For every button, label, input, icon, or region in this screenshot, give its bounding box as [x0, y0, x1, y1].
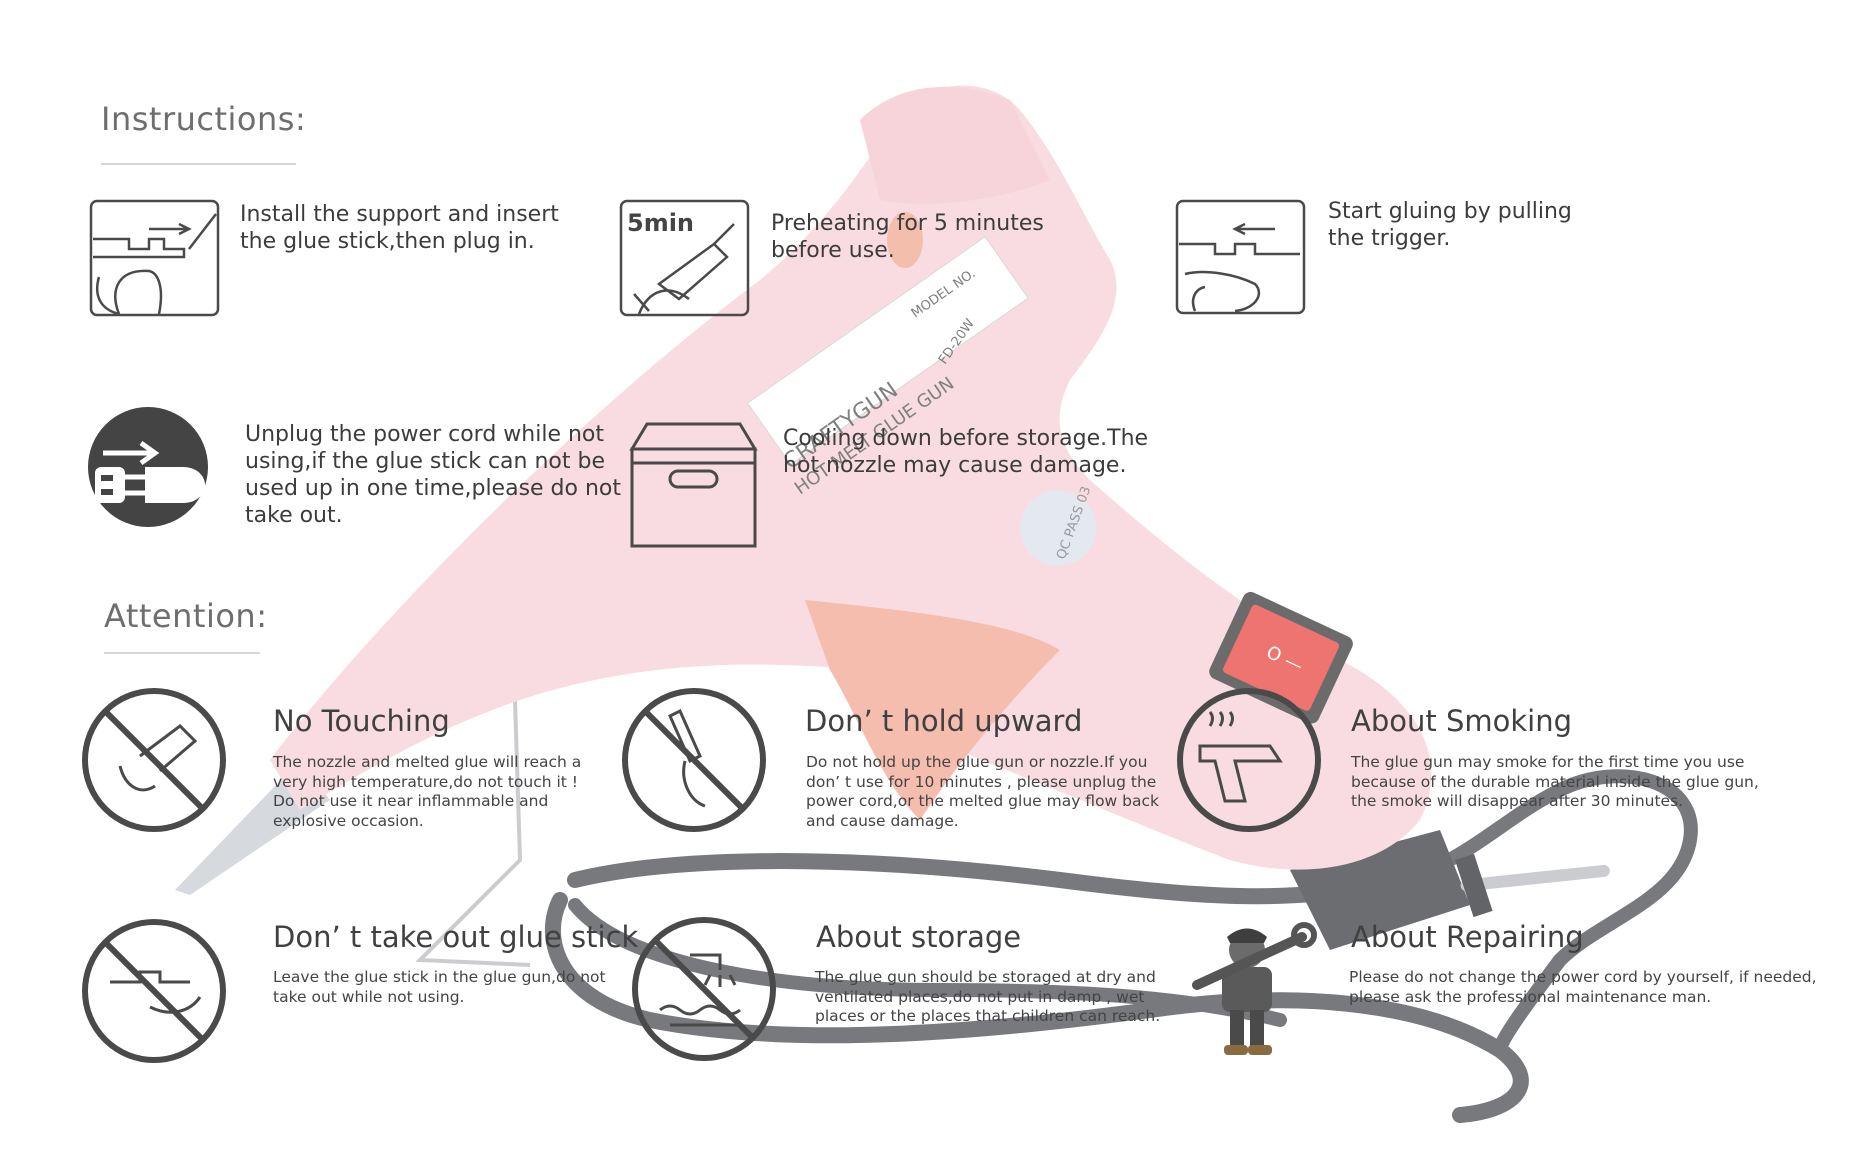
preheat-5min-icon: 5min [619, 199, 750, 317]
attention-divider [104, 652, 260, 654]
no-upward-title: Don’ t hold upward [805, 704, 1083, 738]
smoking-text: The glue gun may smoke for the first tim… [1351, 753, 1759, 810]
smoking-title: About Smoking [1351, 704, 1572, 738]
no-touching-title: No Touching [273, 704, 450, 738]
attention-title: Attention: [104, 597, 268, 635]
no-remove-stick-text: Leave the glue stick in the glue gun,do … [273, 968, 606, 1006]
storage-text: The glue gun should be storaged at dry a… [815, 968, 1161, 1025]
power-cord-graphic [545, 769, 1698, 1123]
no-touching-text: The nozzle and melted glue will reach a … [273, 753, 582, 830]
step-install-text: Install the support and insert the glue … [240, 202, 559, 254]
no-upward-icon [620, 686, 768, 834]
step-unplug-text: Unplug the power cord while not using,if… [245, 422, 622, 528]
step-preheat-text: Preheating for 5 minutes before use. [771, 211, 1044, 263]
storage-title: About storage [816, 920, 1022, 954]
instructions-divider [101, 163, 296, 165]
unplug-icon [83, 405, 213, 529]
no-remove-stick-icon [80, 917, 228, 1065]
no-upward-text: Do not hold up the glue gun or nozzle.If… [806, 753, 1159, 830]
step-trigger-text: Start gluing by pulling the trigger. [1328, 199, 1572, 251]
storage-dry-icon [630, 915, 778, 1063]
trigger-graphic [805, 600, 1060, 820]
qc-pass-sticker: QC PASS 03 [1020, 484, 1096, 566]
support-stand-graphic [415, 699, 531, 967]
smoking-icon [1175, 686, 1323, 834]
repairing-title: About Repairing [1351, 920, 1584, 954]
repairman-icon [1192, 915, 1320, 1061]
no-remove-stick-title: Don’ t take out glue stick [273, 920, 639, 954]
product-label-graphic [746, 235, 1029, 466]
repairing-text: Please do not change the power cord by y… [1349, 968, 1817, 1006]
storage-box-icon [627, 421, 760, 549]
gun-body-graphic [270, 85, 1432, 870]
no-touching-icon [80, 686, 228, 834]
insert-glue-stick-icon [89, 199, 220, 317]
pull-trigger-icon [1175, 199, 1306, 315]
preheat-timer-label: 5min [627, 209, 694, 237]
step-storage-text: Cooling down before storage.The hot nozz… [783, 426, 1149, 478]
instructions-title: Instructions: [101, 100, 307, 138]
